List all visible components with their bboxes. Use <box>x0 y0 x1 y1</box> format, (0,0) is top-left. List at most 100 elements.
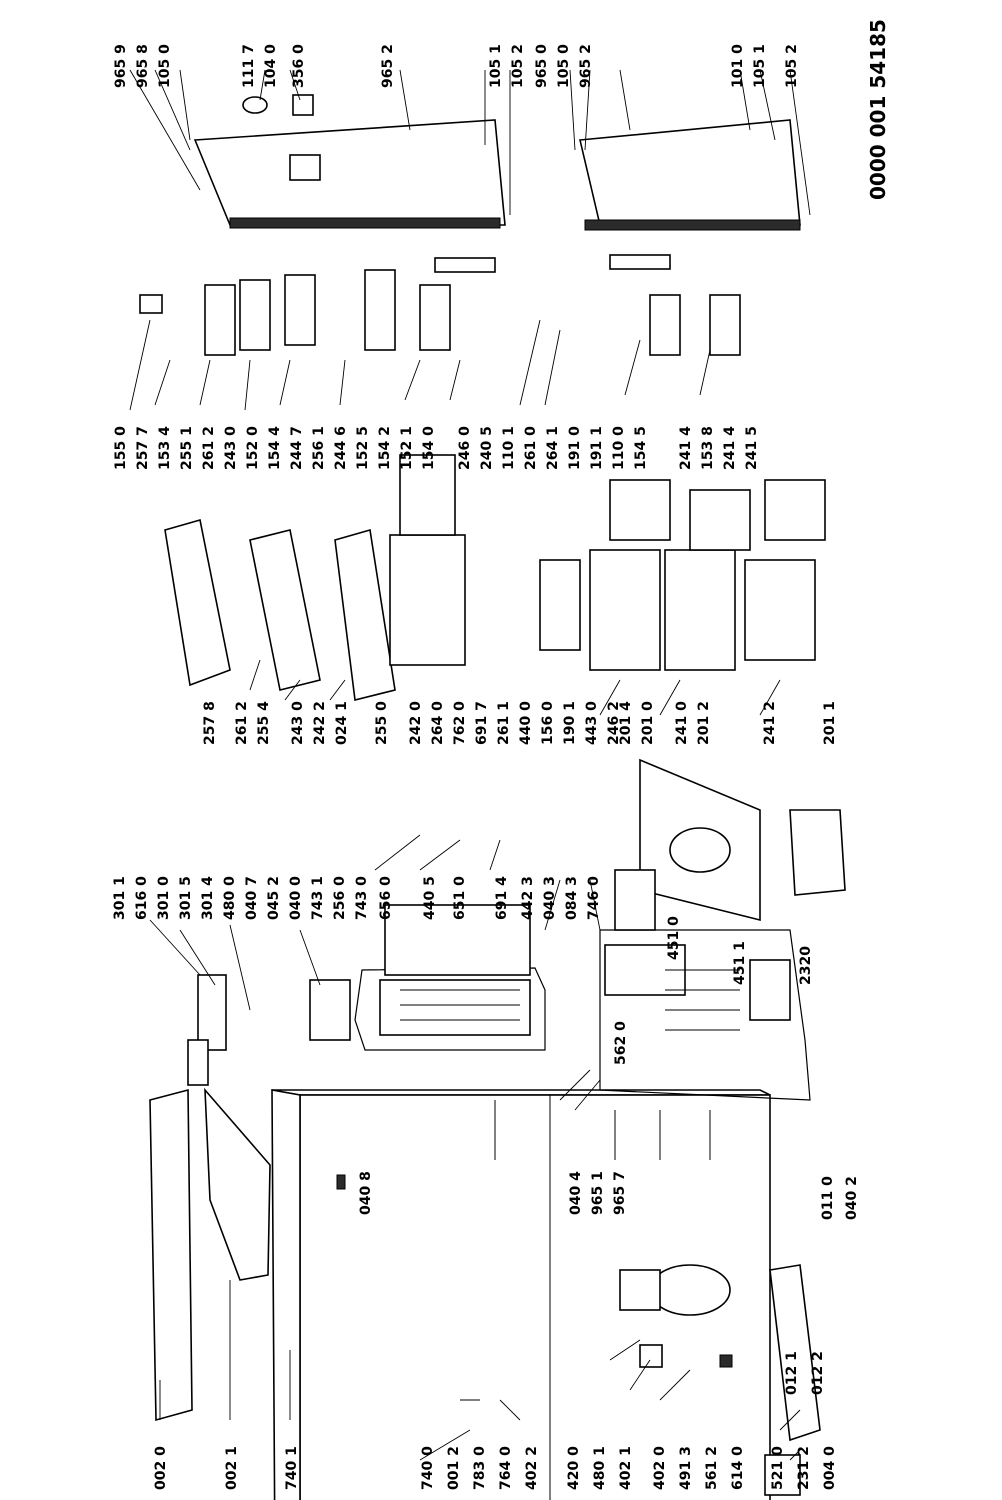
fan-cover <box>139 294 163 314</box>
label-6160: 616 0 <box>134 876 150 920</box>
label-2010: 201 0 <box>640 701 656 745</box>
label-7401: 740 1 <box>284 1446 300 1490</box>
label-9659: 965 9 <box>113 44 129 88</box>
label-2320: 2320 <box>798 946 814 985</box>
label-5612: 561 2 <box>704 1446 720 1490</box>
door-bins <box>204 269 741 356</box>
label-2561: 256 1 <box>311 426 327 470</box>
label-7430: 743 0 <box>354 876 370 920</box>
label-0404: 040 4 <box>568 1171 584 1215</box>
label-2410: 241 0 <box>674 701 690 745</box>
label-3560: 356 0 <box>291 44 307 88</box>
label-1542: 154 2 <box>377 426 393 470</box>
label-2462: 246 2 <box>606 701 622 745</box>
gasket-ring <box>242 96 268 114</box>
label-3015: 301 5 <box>178 876 194 920</box>
label-2577: 257 7 <box>135 426 151 470</box>
label-1538: 153 8 <box>700 426 716 470</box>
label-0403: 040 3 <box>542 876 558 920</box>
label-2578: 257 8 <box>202 701 218 745</box>
label-1550: 155 0 <box>113 426 129 470</box>
label-1051: 105 1 <box>488 44 504 88</box>
drip-tray <box>764 1454 801 1496</box>
label-1560: 156 0 <box>540 701 556 745</box>
label-2612b: 261 2 <box>201 426 217 470</box>
side-panel-0021 <box>204 1087 271 1281</box>
label-0241: 024 1 <box>334 701 350 745</box>
label-0020: 002 0 <box>153 1446 169 1490</box>
label-4913: 491 3 <box>678 1446 694 1490</box>
label-1911: 191 1 <box>589 426 605 470</box>
label-1117: 111 7 <box>241 44 257 88</box>
label-2414: 241 4 <box>678 426 694 470</box>
label-0402: 040 2 <box>844 1176 860 1220</box>
label-1100: 110 0 <box>611 426 627 470</box>
label-1010: 101 0 <box>730 44 746 88</box>
label-2011: 201 1 <box>822 701 838 745</box>
label-1052: 105 2 <box>510 44 526 88</box>
label-4400: 440 0 <box>518 701 534 745</box>
fridge-door <box>193 119 506 229</box>
label-3014: 301 4 <box>200 876 216 920</box>
label-6560: 656 0 <box>378 876 394 920</box>
label-4405: 440 5 <box>422 876 438 920</box>
label-7400: 740 0 <box>420 1446 436 1490</box>
label-0040: 004 0 <box>822 1446 838 1490</box>
label-1901: 190 1 <box>562 701 578 745</box>
label-9651: 965 1 <box>590 1171 606 1215</box>
label-1051b: 105 1 <box>752 44 768 88</box>
label-2312: 231 2 <box>796 1446 812 1490</box>
label-3011: 301 1 <box>112 876 128 920</box>
label-0843: 084 3 <box>564 876 580 920</box>
leader-lines <box>129 69 811 1461</box>
label-4511: 451 1 <box>732 941 748 985</box>
label-6510: 651 0 <box>452 876 468 920</box>
label-0408: 040 8 <box>358 1171 374 1215</box>
freezer-drawers <box>589 479 826 671</box>
label-2430: 243 0 <box>290 701 306 745</box>
label-2405: 240 5 <box>479 426 495 470</box>
light-cover <box>292 94 314 116</box>
label-2612: 261 2 <box>234 701 250 745</box>
label-4022: 402 2 <box>524 1446 540 1490</box>
label-4800: 480 0 <box>222 876 238 920</box>
label-2415: 241 5 <box>744 426 760 470</box>
label-1050: 105 0 <box>157 44 173 88</box>
label-4510: 451 0 <box>666 916 682 960</box>
label-0400: 040 0 <box>288 876 304 920</box>
label-5620: 562 0 <box>613 1021 629 1065</box>
label-0121: 012 1 <box>784 1351 800 1395</box>
label-2446: 244 6 <box>333 426 349 470</box>
label-1525: 152 5 <box>355 426 371 470</box>
label-3010: 301 0 <box>156 876 172 920</box>
label-2554: 255 4 <box>256 701 272 745</box>
label-6140: 614 0 <box>730 1446 746 1490</box>
label-2014: 201 4 <box>618 701 634 745</box>
label-2422: 242 2 <box>312 701 328 745</box>
label-1040: 104 0 <box>263 44 279 88</box>
document-code: 0000 001 54185 <box>866 19 890 200</box>
part-number-labels: 002 0 002 1 740 1 740 0 001 2 783 0 764 … <box>112 19 890 1490</box>
evaporator-group <box>599 929 811 1101</box>
label-2610: 261 0 <box>523 426 539 470</box>
top-cover-3011 <box>187 1039 209 1086</box>
label-1910: 191 0 <box>567 426 583 470</box>
label-7830: 783 0 <box>472 1446 488 1490</box>
fridge-handle <box>434 257 496 273</box>
label-7640: 764 0 <box>498 1446 514 1490</box>
label-2447: 244 7 <box>289 426 305 470</box>
fridge-shelves <box>164 454 581 701</box>
label-4200: 420 0 <box>566 1446 582 1490</box>
label-4430: 443 0 <box>584 701 600 745</box>
label-2430b: 243 0 <box>223 426 239 470</box>
label-0021: 002 1 <box>224 1446 240 1490</box>
freezer-handle <box>609 254 671 270</box>
freezer-door <box>579 119 801 231</box>
label-9652b: 965 2 <box>578 44 594 88</box>
label-9652: 965 2 <box>380 44 396 88</box>
label-2551: 255 1 <box>179 426 195 470</box>
label-1540: 154 0 <box>421 426 437 470</box>
label-2012: 201 2 <box>696 701 712 745</box>
